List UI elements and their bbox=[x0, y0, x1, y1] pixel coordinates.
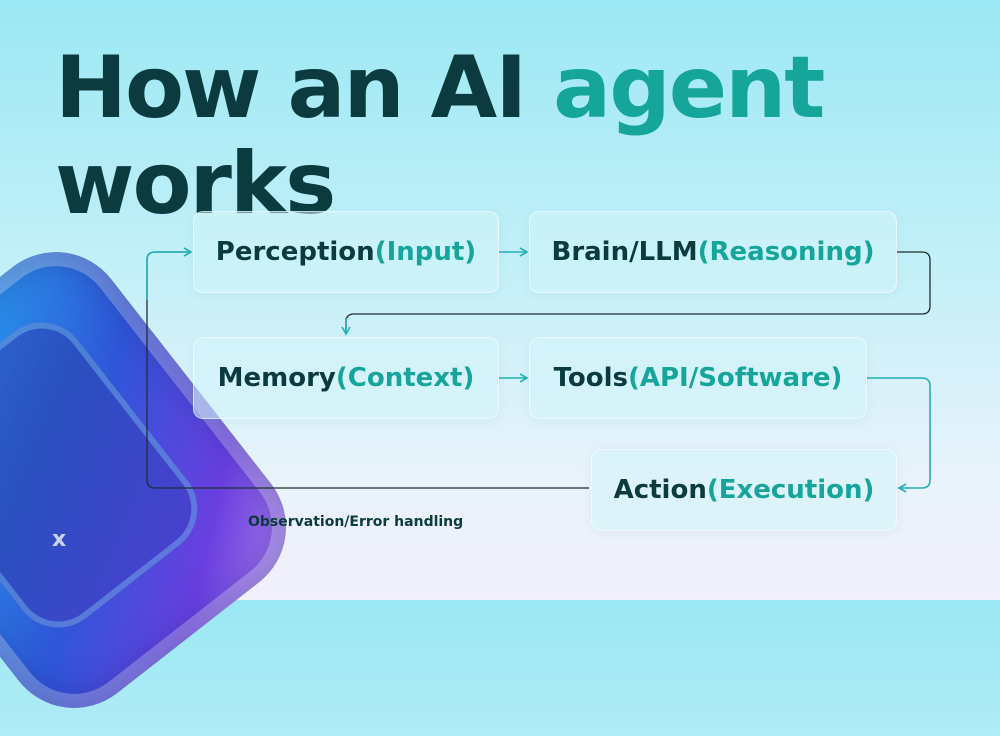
step-brain-llm: Brain/LLM (Reasoning) bbox=[529, 211, 897, 293]
step-tools: Tools (API/Software) bbox=[529, 337, 867, 419]
title-accent: agent bbox=[553, 38, 825, 138]
step-perception: Perception (Input) bbox=[193, 211, 499, 293]
arrow-loop-head bbox=[146, 247, 193, 300]
title-text: How an AI bbox=[55, 38, 554, 138]
x-logo-icon: x bbox=[52, 527, 67, 552]
arrow-tools-action bbox=[867, 377, 931, 493]
flow-arrows bbox=[146, 247, 931, 493]
loop-label: Observation/Error handling bbox=[248, 514, 464, 530]
step-memory: Memory (Context) bbox=[193, 337, 499, 419]
step-action: Action (Execution) bbox=[591, 449, 897, 531]
arrow-brain-memory bbox=[345, 251, 931, 334]
